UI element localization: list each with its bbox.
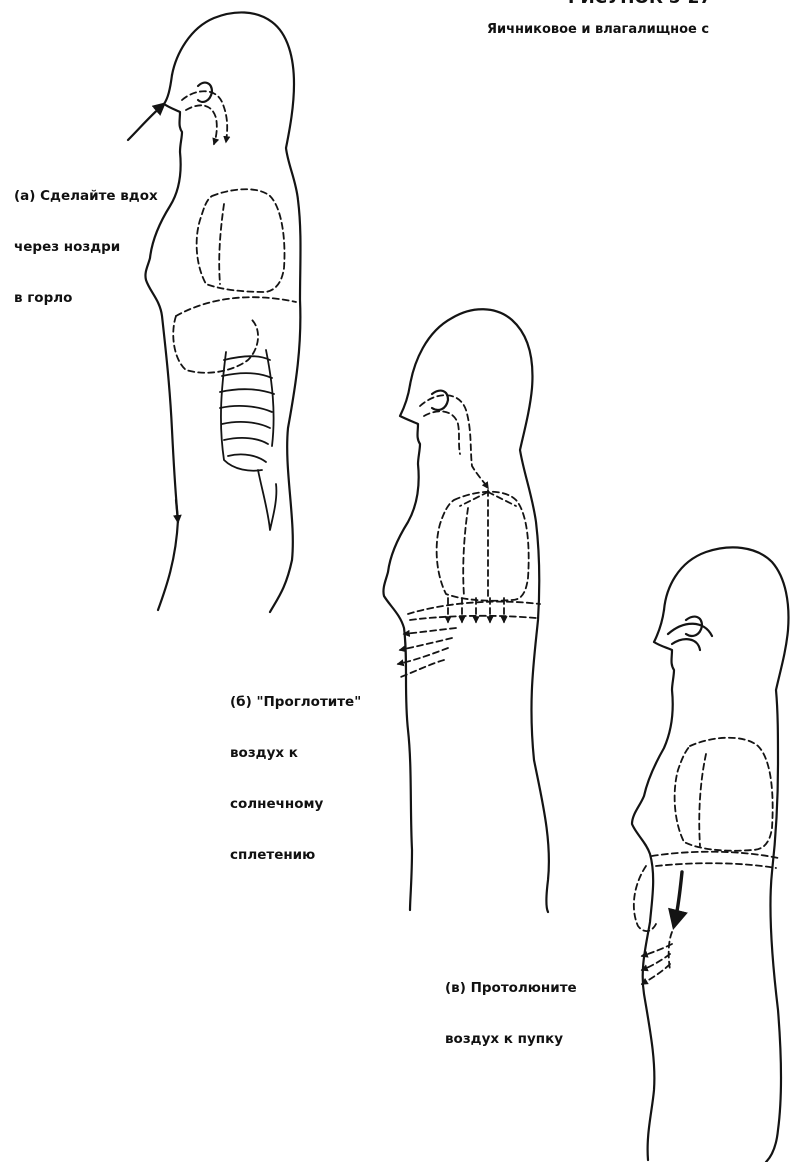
label-b-line-3: солнечному <box>230 796 361 813</box>
body-profile-b <box>383 309 548 912</box>
diaphragm-dashed <box>652 852 778 858</box>
label-a-line-2: через ноздри <box>14 239 158 256</box>
diaphragm-dashed <box>408 602 540 614</box>
ear <box>686 617 702 636</box>
body-profile-c <box>632 547 788 1162</box>
solar-plexus-arrows <box>404 628 456 634</box>
label-a-line-1: (а) Сделайте вдох <box>14 188 158 205</box>
spine <box>220 350 276 530</box>
label-a: (а) Сделайте вдох через ноздри в горло <box>14 154 158 341</box>
airway-dashed <box>182 91 227 142</box>
diaphragm-dashed <box>176 297 296 316</box>
push-down-arrow-icon <box>674 872 682 926</box>
lungs-dashed <box>437 492 529 601</box>
label-c-line-1: (в) Протолюните <box>445 980 577 997</box>
face-line <box>383 385 420 910</box>
face-line <box>632 610 674 1160</box>
lungs-dashed <box>197 189 285 292</box>
label-a-line-3: в горло <box>14 290 158 307</box>
body-front-outline <box>172 12 301 612</box>
ear <box>432 391 448 410</box>
inhale-arrow-icon <box>128 104 164 140</box>
airway-dashed <box>420 395 488 488</box>
label-b-line-1: (б) "Проглотите" <box>230 694 361 711</box>
label-c: (в) Протолюните воздух к пупку <box>445 946 577 1082</box>
label-b-line-2: воздух к <box>230 745 361 762</box>
label-b-line-4: сплетению <box>230 847 361 864</box>
lungs-dashed <box>675 738 773 851</box>
label-b: (б) "Проглотите" воздух к солнечному спл… <box>230 660 361 898</box>
label-c-line-2: воздух к пупку <box>445 1031 577 1048</box>
